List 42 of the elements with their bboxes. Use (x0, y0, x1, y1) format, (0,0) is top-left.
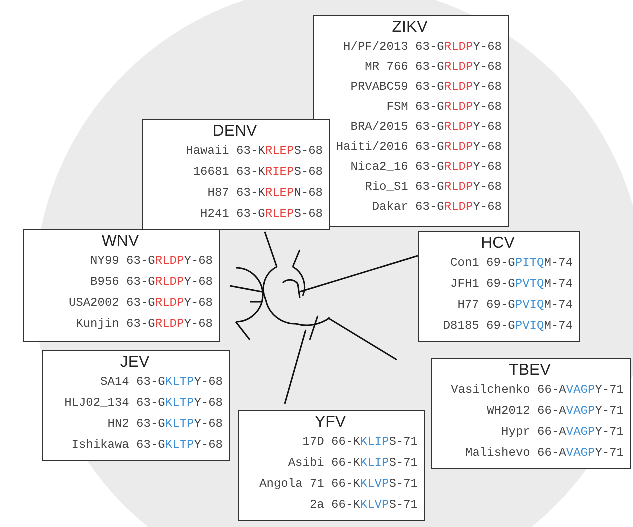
clade-heading: ZIKV (391, 18, 429, 37)
sequence-row-text: WH2012 66-AVAGPY-71 (486, 403, 624, 420)
clade-box (418, 231, 580, 342)
sequence-row-text: HLJ02_134 63-GKLTPY-68 (64, 395, 223, 412)
sequence-row-text: 2a 66-KKLVPS-71 (308, 497, 418, 514)
sequence-row-text: Kunjin 63-GRLDPY-68 (75, 316, 213, 333)
sequence-row-text: Angola 71 66-KKLVPS-71 (258, 476, 418, 493)
sequence-row-text: USA2002 63-GRLDPY-68 (68, 295, 213, 312)
clade-heading: DENV (212, 122, 258, 141)
sequence-row-text: H77 69-GPVIQM-74 (456, 297, 573, 314)
sequence-row-text: NY99 63-GRLDPY-68 (90, 253, 213, 270)
clade-box (142, 119, 330, 230)
sequence-row-text: Malishevo 66-AVAGPY-71 (464, 445, 624, 462)
sequence-row-text: 16681 63-KRIEPS-68 (192, 164, 323, 181)
sequence-row-text: BRA/2015 63-GRLDPY-68 (350, 119, 502, 136)
clade-heading: WNV (100, 232, 140, 251)
sequence-row-text: SA14 63-GKLTPY-68 (100, 374, 223, 391)
sequence-row-text: MR 766 63-GRLDPY-68 (364, 59, 502, 76)
sequence-row-text: H/PF/2013 63-GRLDPY-68 (342, 39, 502, 56)
clade-box (431, 358, 631, 469)
sequence-row-text: 17D 66-KKLIPS-71 (302, 434, 418, 451)
sequence-row-text: Asibi 66-KKLIPS-71 (287, 455, 418, 472)
sequence-row-text: JFH1 69-GPVTQM-74 (450, 276, 573, 293)
sequence-row-text: Hypr 66-AVAGPY-71 (500, 424, 624, 441)
sequence-row-text: B956 63-GRLDPY-68 (90, 274, 213, 291)
clade-heading: HCV (480, 234, 516, 253)
sequence-row-text: PRVABC59 63-GRLDPY-68 (350, 79, 502, 96)
sequence-row-text: Hawaii 63-KRLEPS-68 (185, 143, 323, 160)
sequence-row-text: Con1 69-GPITQM-74 (450, 255, 573, 272)
sequence-row-text: H241 63-GRLEPS-68 (200, 206, 323, 223)
clade-heading: YFV (314, 413, 348, 432)
clade-box (23, 229, 220, 342)
sequence-row-text: Vasilchenko 66-AVAGPY-71 (450, 382, 624, 399)
sequence-row-text: D8185 69-GPVIQM-74 (442, 318, 573, 335)
clade-box (238, 410, 425, 521)
clade-box (42, 350, 230, 461)
sequence-row-text: H87 63-KRLEPN-68 (206, 185, 323, 202)
clade-heading: TBEV (508, 361, 552, 380)
sequence-row-text: FSM 63-GRLDPY-68 (386, 99, 502, 116)
sequence-row-text: HN2 63-GKLTPY-68 (106, 416, 223, 433)
clade-heading: JEV (119, 353, 151, 372)
sequence-row-text: Ishikawa 63-GKLTPY-68 (70, 437, 223, 454)
